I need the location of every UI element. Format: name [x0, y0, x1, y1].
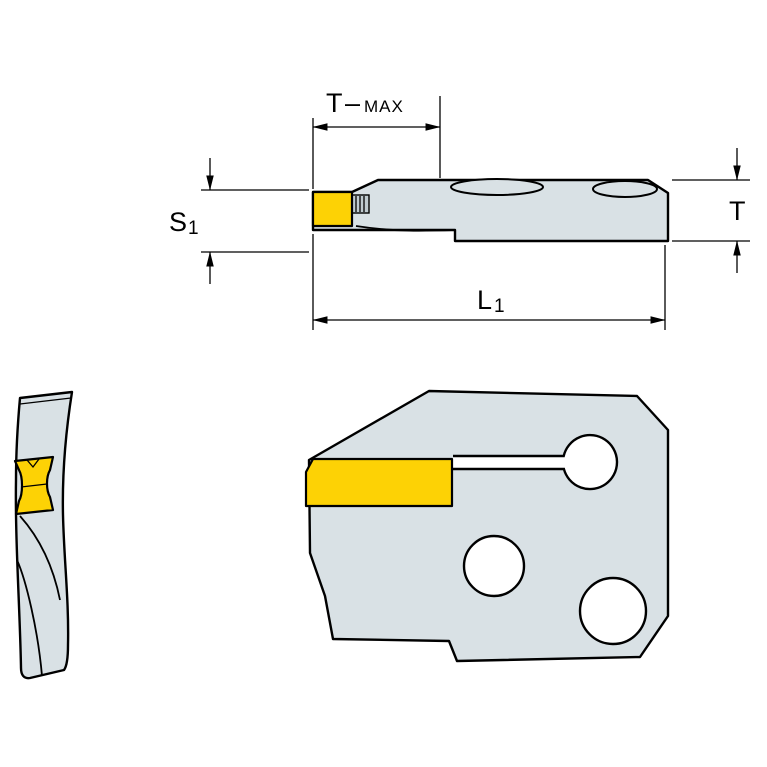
clamp-knurl — [351, 194, 370, 214]
surface-curve-lower — [16, 559, 43, 677]
screw-hole-ellipse-right — [592, 180, 658, 198]
label-s1: S — [169, 207, 187, 237]
dimension-t: T — [672, 148, 750, 273]
blade-front-body — [14, 390, 74, 680]
mounting-hole-left — [462, 534, 526, 598]
front-relief-line — [355, 225, 456, 232]
head-view — [304, 389, 670, 663]
insert-top-notch — [26, 458, 40, 469]
dimension-t-max: T – MAX — [312, 88, 441, 189]
cutting-insert-head — [304, 457, 454, 508]
label-t-max-sub: MAX — [364, 97, 404, 116]
mounting-hole-right — [578, 576, 648, 646]
surface-curve-upper — [19, 515, 61, 601]
label-l1-sub: 1 — [494, 296, 505, 317]
label-t-max-dash: – — [345, 88, 360, 118]
side-view — [311, 178, 670, 243]
top-face-edge — [19, 397, 72, 405]
label-t-max: T — [326, 88, 343, 118]
label-l1: L — [477, 285, 492, 315]
dimension-l1: L 1 — [312, 234, 666, 330]
front-view — [13, 390, 74, 680]
screw-hole-ellipse-left — [450, 178, 544, 196]
label-s1-sub: 1 — [188, 218, 199, 239]
cutting-insert-side — [311, 190, 354, 228]
label-t: T — [729, 196, 746, 226]
insert-waist-line — [20, 483, 48, 488]
clamp-slot-and-hole — [453, 433, 619, 491]
dimension-s1: S 1 — [169, 158, 309, 284]
